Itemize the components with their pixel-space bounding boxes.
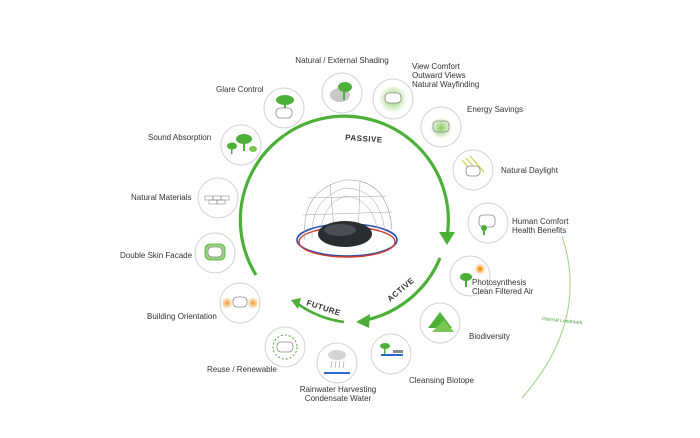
landmark-line xyxy=(521,235,571,399)
double-skin-icon xyxy=(204,243,226,261)
node-label: Glare Control xyxy=(216,85,264,94)
recycle-icon xyxy=(272,334,298,360)
brick-icon xyxy=(204,195,230,205)
node-cleansing-biotope: Cleansing Biotope xyxy=(370,333,474,385)
node-natural-daylight: Natural Daylight xyxy=(452,149,559,191)
rain-cloud-icon xyxy=(324,350,350,374)
label-line: Human Comfort xyxy=(512,217,569,226)
glare-tree-icon xyxy=(275,95,294,119)
node-label: Natural / External Shading xyxy=(295,56,388,65)
label-line: Outward Views xyxy=(412,71,466,80)
node-natural-materials: Natural Materials xyxy=(131,177,239,219)
label-line: Condensate Water xyxy=(305,394,372,403)
node-circle xyxy=(316,342,358,384)
future-arc xyxy=(297,302,345,324)
human-comfort-icon xyxy=(478,214,496,235)
trees-icon xyxy=(227,134,257,154)
biotope-icon xyxy=(380,343,403,356)
node-circle xyxy=(220,124,262,166)
passive-arc xyxy=(238,114,450,276)
node-circle xyxy=(197,177,239,219)
passive-label: PASSIVE xyxy=(345,133,383,145)
sun-orientation-icon xyxy=(221,296,259,309)
tree-shade-icon xyxy=(330,82,352,102)
label-line: View Comfort xyxy=(412,62,461,71)
internal-landmark-label: Internal Landmark xyxy=(542,316,583,326)
node-label: Natural Materials xyxy=(131,193,191,202)
biodiversity-icon xyxy=(428,312,454,332)
node-sound-absorption: Sound Absorption xyxy=(148,124,262,166)
node-label: Energy Savings xyxy=(467,105,523,114)
node-double-skin-facade: Double Skin Facade xyxy=(120,232,236,274)
node-reuse-renewable: Reuse / Renewable xyxy=(207,326,306,374)
label-line: Photosynthesis xyxy=(472,278,526,287)
passive-arrowhead xyxy=(439,232,455,245)
energy-glow-icon xyxy=(432,120,450,133)
daylight-icon xyxy=(461,155,485,177)
active-arrowhead xyxy=(356,314,370,328)
photosynthesis-icon xyxy=(460,263,486,287)
node-natural-external-shading: Natural / External Shading xyxy=(295,56,389,114)
future-label: FUTURE xyxy=(305,298,342,318)
node-label: Building Orientation xyxy=(147,312,217,321)
node-label: Natural Daylight xyxy=(501,166,559,175)
label-line: Health Benefits xyxy=(512,226,566,235)
label-line: Rainwater Harvesting xyxy=(300,385,376,394)
active-arc xyxy=(365,257,442,322)
node-building-orientation: Building Orientation xyxy=(147,282,261,324)
node-biodiversity: Biodiversity xyxy=(419,302,510,344)
label-line: Clean Filtered Air xyxy=(472,287,534,296)
view-pod-icon xyxy=(384,92,402,104)
node-glare-control: Glare Control xyxy=(216,85,305,129)
central-pavilion xyxy=(296,179,398,258)
node-label: Double Skin Facade xyxy=(120,251,193,260)
cycle-arrows xyxy=(238,114,571,399)
node-label: Cleansing Biotope xyxy=(409,376,474,385)
node-label: Sound Absorption xyxy=(148,133,211,142)
pavilion-dome-frame xyxy=(304,179,393,241)
future-arrowhead xyxy=(291,298,301,309)
label-line: Natural Wayfinding xyxy=(412,80,479,89)
node-energy-savings: Energy Savings xyxy=(420,105,523,148)
node-label: Biodiversity xyxy=(469,332,510,341)
node-label: Reuse / Renewable xyxy=(207,365,277,374)
